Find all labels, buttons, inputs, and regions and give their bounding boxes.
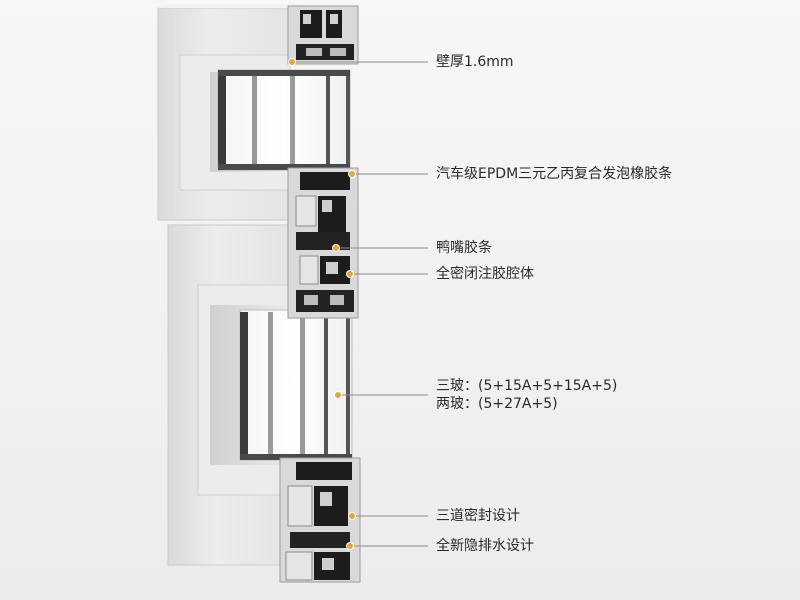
callout-dot-epdm [348, 170, 356, 178]
upper-glass-unit [217, 69, 351, 171]
callout-hidden-drainage: 全新隐排水设计 [436, 538, 534, 554]
callout-double-glazing: 两玻：(5+27A+5) [436, 396, 558, 412]
bottom-frame-section [279, 457, 361, 583]
lower-glass-unit [239, 309, 353, 461]
callout-dot-duckbill [332, 244, 340, 252]
leader-lines [292, 61, 428, 547]
callout-triple-glazing: 三玻：(5+15A+5+15A+5) [436, 378, 618, 394]
callout-dot-cavity [346, 270, 354, 278]
callout-triple-seal: 三道密封设计 [436, 508, 520, 524]
callout-dot-drain [346, 542, 354, 550]
top-frame-section [287, 5, 359, 65]
callout-epdm-strip: 汽车级EPDM三元乙丙复合发泡橡胶条 [436, 166, 673, 182]
callout-dots [288, 58, 356, 550]
callout-dot-seal [348, 512, 356, 520]
callout-wall-thickness: 壁厚1.6mm [436, 54, 514, 70]
callout-dot-glass [334, 391, 342, 399]
callout-dot-wall [288, 58, 296, 66]
middle-transom-section [287, 167, 359, 319]
callout-duckbill-strip: 鸭嘴胶条 [436, 240, 492, 256]
callout-sealed-cavity: 全密闭注胶腔体 [436, 266, 534, 282]
